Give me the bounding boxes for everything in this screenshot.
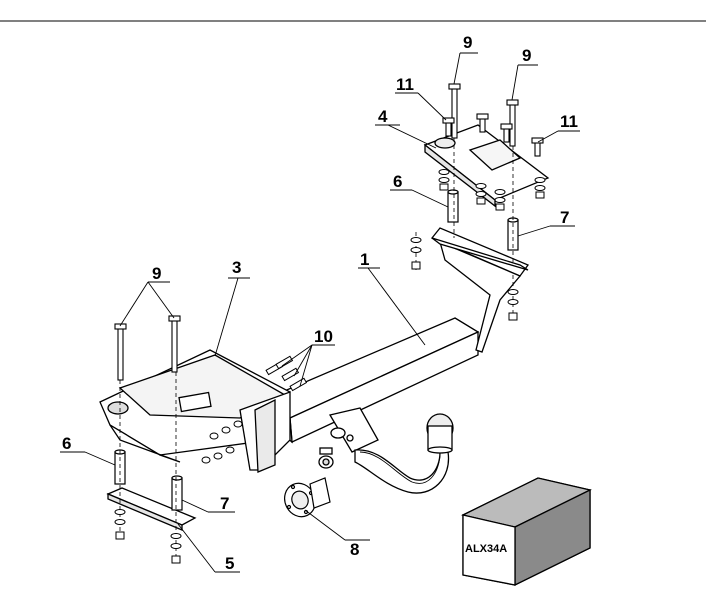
callout-6-right: 6 — [393, 172, 402, 191]
lower-right-plate — [431, 237, 529, 271]
clamp-plate — [106, 487, 197, 531]
callout-7-left: 7 — [220, 494, 229, 513]
callout-9-top-a: 9 — [463, 33, 472, 52]
washer-nut-stacks — [114, 169, 546, 564]
short-bolts — [442, 113, 544, 157]
callout-1: 1 — [360, 250, 369, 269]
callout-11-b: 11 — [560, 112, 578, 131]
leader-lines — [60, 52, 580, 573]
callout-3: 3 — [232, 258, 241, 277]
callout-10: 10 — [314, 327, 333, 346]
callout-9-top-b: 9 — [522, 46, 531, 65]
callout-8: 8 — [350, 540, 359, 559]
tow-ball-neck — [318, 407, 454, 494]
callout-9-left: 9 — [152, 264, 161, 283]
callout-5: 5 — [225, 554, 234, 573]
electric-socket — [284, 477, 331, 518]
callout-4: 4 — [378, 107, 388, 126]
side-bolts — [201, 355, 308, 464]
kit-box-label: ALX34A — [465, 543, 507, 555]
kit-box — [461, 477, 592, 587]
top-plate — [423, 124, 550, 208]
callout-11-a: 11 — [396, 75, 414, 94]
callout-7-right: 7 — [560, 208, 569, 227]
left-bracket — [99, 349, 291, 473]
callout-6-left: 6 — [62, 434, 71, 453]
